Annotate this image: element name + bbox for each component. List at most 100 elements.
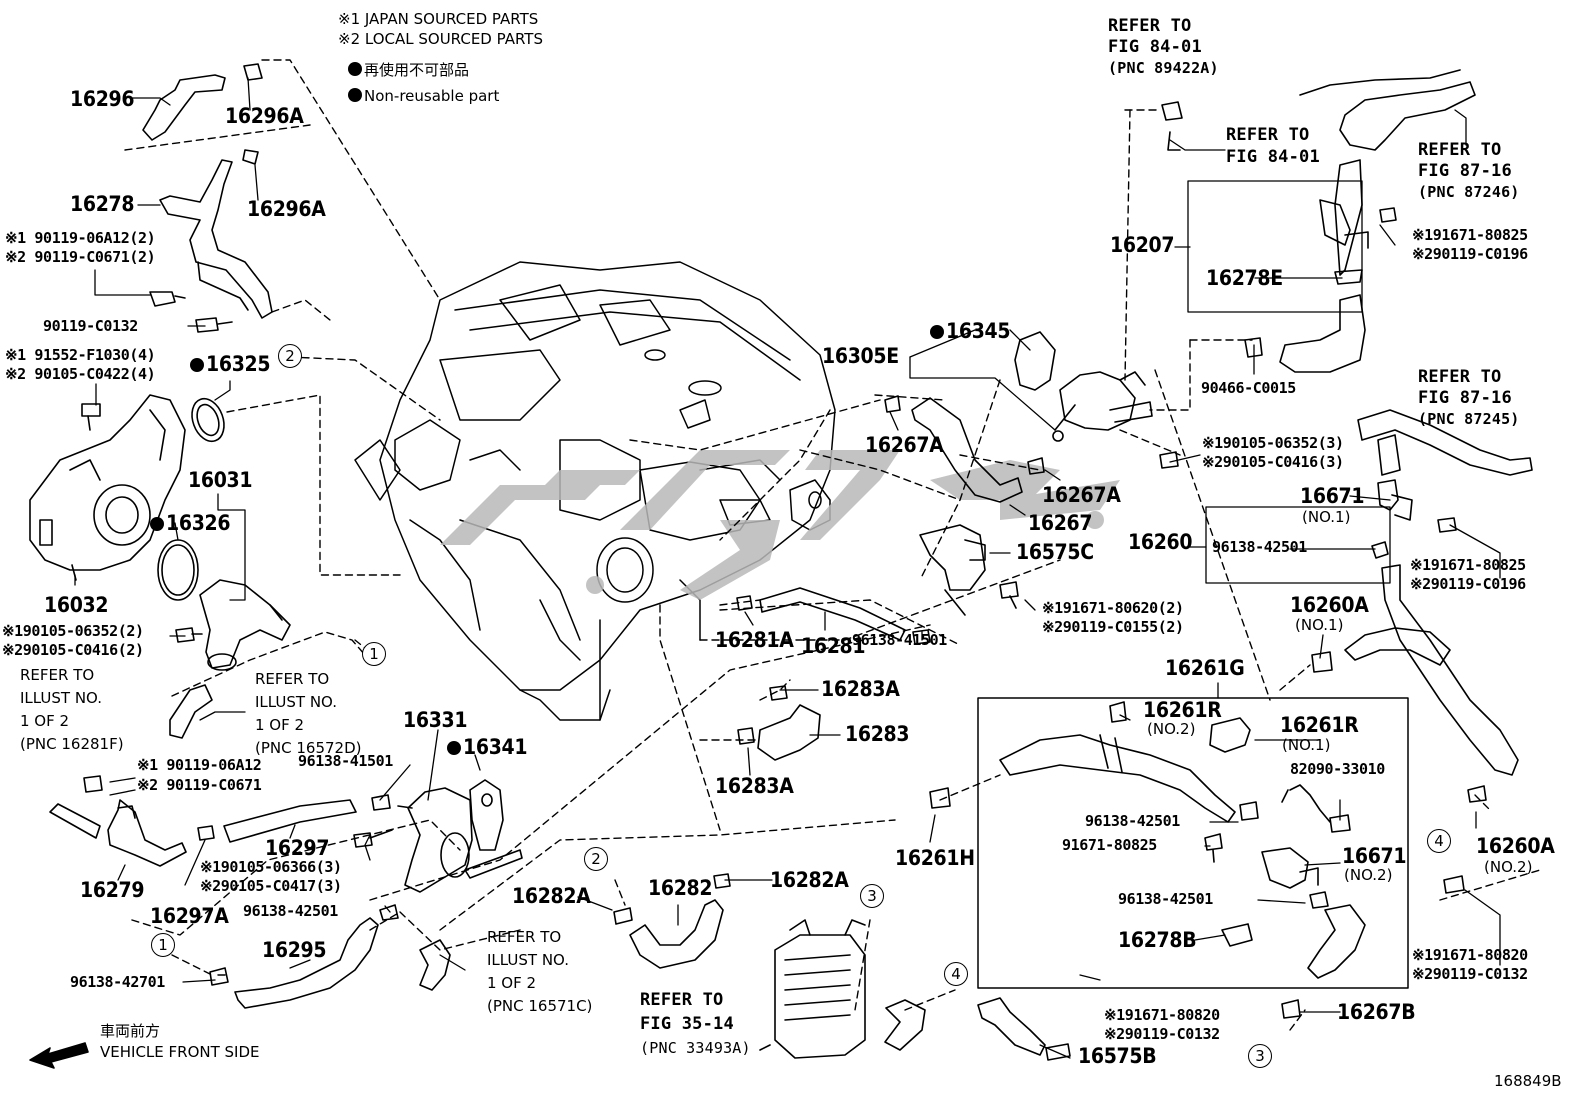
non-reusable-dot-icon — [190, 358, 204, 372]
label-16295: 16295 — [262, 938, 327, 962]
label-16575B: 16575B — [1078, 1044, 1157, 1068]
label-16032: 16032 — [44, 593, 109, 617]
label-96138-42501-a: 96138-42501 — [243, 902, 338, 920]
callout-4-center: 4 — [944, 962, 968, 986]
label-16261R-1: 16261R — [1143, 698, 1222, 722]
front-label-en: VEHICLE FRONT SIDE — [100, 1043, 260, 1061]
figure-id: 168849B — [1494, 1072, 1562, 1090]
dashed-leaders — [124, 59, 1541, 1031]
label-16671-2: 16671 — [1342, 844, 1407, 868]
legend-non-reusable-en: Non-reusable part — [348, 88, 499, 104]
legend-non-reusable-jp: 再使用不可部品 — [348, 62, 469, 78]
label-16261R-2: 16261R — [1280, 713, 1359, 737]
label-16282A-2: 16282A — [770, 868, 849, 892]
label-16296A-2: 16296A — [247, 197, 326, 221]
label-16278: 16278 — [70, 192, 135, 216]
label-16279: 16279 — [80, 878, 145, 902]
label-no1-c: (NO.1) — [1282, 736, 1331, 754]
label-90466-C0015: 90466-C0015 — [1201, 379, 1296, 397]
label-bolt-91671-80825-b: ※191671-80825※290119-C0196 — [1410, 556, 1526, 593]
watermark-graphic — [440, 450, 1120, 600]
label-96138-42501-d: 96138-42501 — [1118, 890, 1213, 908]
callout-4-right: 4 — [1427, 829, 1451, 853]
label-bolt-91671-80620: ※191671-80620(2)※290119-C0155(2) — [1042, 599, 1184, 636]
label-bolt-90119-06A12: ※1 90119-06A12(2)※2 90119-C0671(2) — [5, 229, 156, 266]
label-no1-b: (NO.1) — [1295, 616, 1344, 634]
label-96138-41501-a: 96138-41501 — [298, 752, 393, 770]
label-16575C: 16575C — [1016, 540, 1094, 564]
label-bolt-91671-80825-a: ※191671-80825※290119-C0196 — [1412, 226, 1528, 263]
callout-2-lower: 2 — [584, 847, 608, 871]
label-bolt-90105-06352: ※190105-06352(2)※290105-C0416(2) — [2, 622, 144, 659]
label-16267A-2: 16267A — [1042, 483, 1121, 507]
label-96138-41501-b: 96138-41501 — [852, 631, 947, 649]
label-16671-1: 16671 — [1300, 484, 1365, 508]
label-96138-42701: 96138-42701 — [70, 973, 165, 991]
label-16345: 16345 — [930, 321, 1011, 342]
label-no2-c: (NO.2) — [1484, 858, 1533, 876]
non-reusable-dot-icon — [348, 62, 362, 76]
label-16341: 16341 — [447, 737, 528, 758]
label-16282A-1: 16282A — [512, 884, 591, 908]
label-16261H: 16261H — [895, 846, 975, 870]
label-16031: 16031 — [188, 468, 253, 492]
label-no2-a: (NO.2) — [1147, 720, 1196, 738]
label-16261G: 16261G — [1165, 656, 1245, 680]
label-16305E: 16305E — [822, 344, 899, 368]
label-16207: 16207 — [1110, 233, 1175, 257]
label-82090-33010: 82090-33010 — [1290, 760, 1385, 778]
label-16283A-2: 16283A — [715, 774, 794, 798]
non-reusable-dot-icon — [348, 88, 362, 102]
label-16326: 16326 — [150, 513, 231, 534]
label-16267A-1: 16267A — [865, 433, 944, 457]
label-bolt-90105-06352-3: ※190105-06352(3)※290105-C0416(3) — [1202, 434, 1344, 471]
label-16260A-2: 16260A — [1476, 834, 1555, 858]
callout-3-center: 3 — [860, 884, 884, 908]
label-96138-42501-c: 96138-42501 — [1085, 812, 1180, 830]
label-16297A: 16297A — [150, 904, 229, 928]
label-16325: 16325 — [190, 354, 271, 375]
label-16278E: 16278E — [1206, 266, 1283, 290]
label-16260: 16260 — [1128, 530, 1193, 554]
label-16281A: 16281A — [715, 628, 794, 652]
solid-leaders — [74, 77, 1501, 1059]
label-16260A-1: 16260A — [1290, 593, 1369, 617]
label-bolt-90105-06366: ※190105-06366(3)※290105-C0417(3) — [200, 858, 342, 895]
label-16283A-1: 16283A — [821, 677, 900, 701]
non-reusable-dot-icon — [930, 325, 944, 339]
callout-1-upper: 1 — [362, 642, 386, 666]
label-16267: 16267 — [1028, 511, 1093, 535]
callout-3-right: 3 — [1248, 1044, 1272, 1068]
label-no2-b: (NO.2) — [1344, 866, 1393, 884]
label-16281: 16281 — [801, 634, 866, 658]
legend-local-sourced: ※2 LOCAL SOURCED PARTS — [338, 30, 543, 48]
label-bolt-91671-80820-b: ※191671-80820※290119-C0132 — [1104, 1006, 1220, 1043]
label-91671-80825: 91671-80825 — [1062, 836, 1157, 854]
non-reusable-dot-icon — [150, 517, 164, 531]
label-bolt-91671-80820-a: ※191671-80820※290119-C0132 — [1412, 946, 1528, 983]
label-90119-C0132: 90119-C0132 — [43, 317, 138, 335]
label-bolt-90119-06A12-single: ※1 90119-06A12※2 90119-C0671 — [137, 756, 262, 794]
label-16282: 16282 — [648, 876, 713, 900]
label-16297: 16297 — [265, 836, 330, 860]
label-16296: 16296 — [70, 87, 135, 111]
label-16296A-1: 16296A — [225, 104, 304, 128]
label-16278B: 16278B — [1118, 928, 1197, 952]
front-label-jp: 車両前方 — [100, 1022, 161, 1040]
non-reusable-dot-icon — [447, 741, 461, 755]
label-16331: 16331 — [403, 708, 468, 732]
label-96138-42501-b: 96138-42501 — [1212, 538, 1307, 556]
part-drawings — [29, 63, 1533, 1069]
label-16267B: 16267B — [1337, 1000, 1416, 1024]
label-bolt-91552: ※1 91552-F1030(4)※2 90105-C0422(4) — [5, 346, 156, 383]
callout-1-lower: 1 — [151, 933, 175, 957]
